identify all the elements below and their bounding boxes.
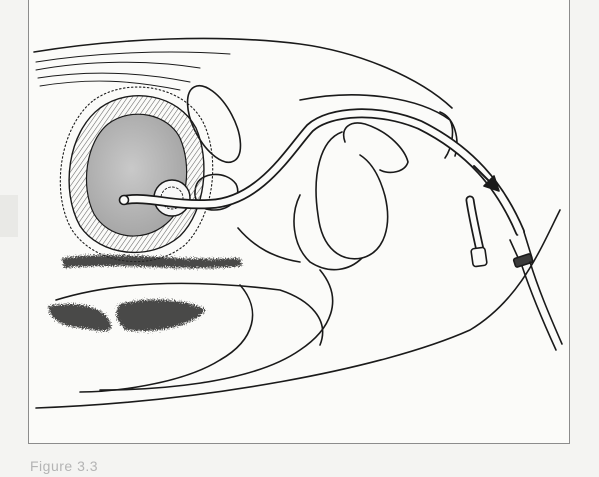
inflation-valve xyxy=(471,247,487,267)
figure-caption: Figure 3.3 xyxy=(30,458,98,474)
abdominal-wall-layer xyxy=(36,52,230,62)
bladder-inner-wall xyxy=(86,114,186,236)
abdominal-wall-layer xyxy=(36,62,200,70)
buttock-shading xyxy=(48,255,242,331)
penis-inner-contour xyxy=(344,123,408,172)
abdominal-wall-layer xyxy=(38,73,190,82)
scrotum xyxy=(316,132,388,259)
catheter-tip xyxy=(120,196,129,205)
perineum-contour xyxy=(238,228,300,262)
abdominal-wall-layer xyxy=(40,81,180,90)
drainage-tubing xyxy=(522,266,556,350)
drainage-tubing xyxy=(530,262,562,344)
